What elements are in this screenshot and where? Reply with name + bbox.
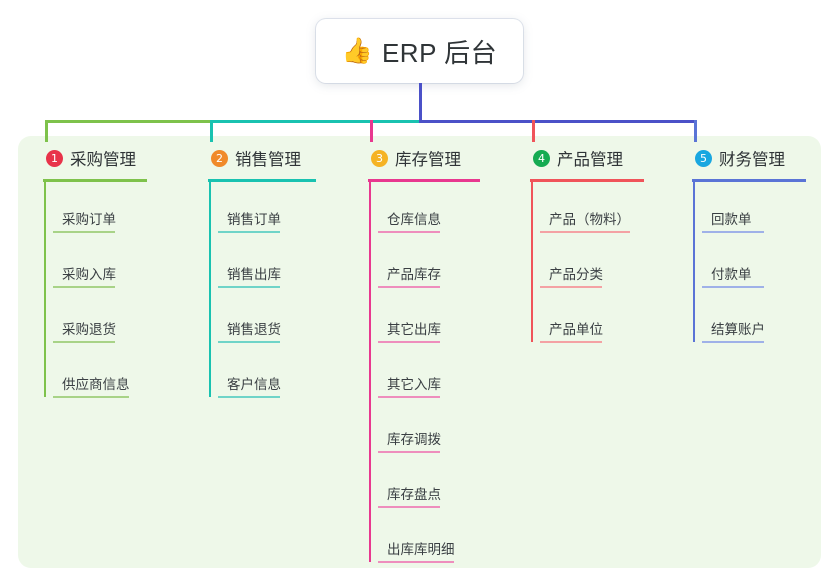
branch-number-badge: 3 (371, 149, 388, 167)
branch-drop-line-1 (45, 120, 48, 142)
root-node-label: ERP 后台 (381, 37, 498, 68)
root-stem-line (419, 83, 422, 123)
leaf-node-label: 产品分类 (549, 267, 603, 282)
branch-drop-line-2 (210, 120, 213, 142)
branch-trunk-4 (531, 182, 533, 342)
branch-number-badge: 1 (46, 149, 63, 167)
diagram-panel (18, 136, 821, 568)
branch-column-4: 4 产品管理 (530, 146, 623, 170)
branch-column-5: 5 财务管理 (692, 146, 785, 170)
leaf-node-underline (540, 286, 602, 288)
leaf-node-label: 产品库存 (387, 267, 441, 282)
leaf-node-label: 其它入库 (387, 377, 441, 392)
leaf-node-label: 销售退货 (227, 322, 281, 337)
leaf-node-underline (378, 341, 440, 343)
branch-drop-line-3 (370, 120, 373, 142)
leaf-node-underline (378, 286, 440, 288)
leaf-node-underline (53, 341, 115, 343)
branch-title-label: 产品管理 (557, 151, 623, 169)
leaf-node-label: 客户信息 (227, 377, 281, 392)
branch-trunk-3 (369, 182, 371, 562)
branch-title-label: 采购管理 (70, 151, 136, 169)
leaf-node-underline (540, 341, 602, 343)
branch-node-3[interactable]: 3 库存管理 (368, 146, 461, 170)
bus-segment-1 (45, 120, 213, 123)
leaf-node-label: 回款单 (711, 212, 752, 227)
leaf-node-underline (218, 396, 280, 398)
leaf-node-label: 采购订单 (62, 212, 116, 227)
branch-node-5[interactable]: 5 财务管理 (692, 146, 785, 170)
leaf-node-underline (702, 341, 764, 343)
leaf-node-label: 仓库信息 (387, 212, 441, 227)
branch-number-badge: 5 (695, 149, 712, 167)
leaf-node-label: 产品单位 (549, 322, 603, 337)
leaf-node-underline (378, 231, 440, 233)
leaf-node-label: 结算账户 (711, 322, 765, 337)
leaf-node-underline (378, 506, 440, 508)
branch-title-label: 销售管理 (235, 151, 301, 169)
leaf-node-label: 库存调拨 (387, 432, 441, 447)
leaf-node-underline (702, 231, 764, 233)
leaf-node-label: 出库库明细 (387, 542, 455, 557)
leaf-node-label: 产品（物料） (549, 212, 630, 227)
leaf-node-underline (53, 231, 115, 233)
branch-number-badge: 4 (533, 149, 550, 167)
leaf-node-underline (53, 286, 115, 288)
thumbs-up-icon: 👍 (341, 36, 373, 65)
branch-title-label: 财务管理 (719, 151, 785, 169)
branch-column-3: 3 库存管理 (368, 146, 461, 170)
branch-trunk-1 (44, 182, 46, 397)
leaf-node-label: 供应商信息 (62, 377, 130, 392)
branch-column-1: 1 采购管理 (43, 146, 136, 170)
leaf-node-underline (540, 231, 630, 233)
bus-segment-3 (419, 120, 697, 123)
leaf-node-label: 库存盘点 (387, 487, 441, 502)
leaf-node-label: 付款单 (711, 267, 752, 282)
branch-number-badge: 2 (211, 149, 228, 167)
branch-drop-line-4 (532, 120, 535, 142)
branch-underline-1 (43, 179, 147, 182)
leaf-node-label: 采购退货 (62, 322, 116, 337)
leaf-node-underline (218, 341, 280, 343)
leaf-node-label: 其它出库 (387, 322, 441, 337)
branch-trunk-2 (209, 182, 211, 397)
branch-node-4[interactable]: 4 产品管理 (530, 146, 623, 170)
leaf-node-underline (218, 231, 280, 233)
branch-column-2: 2 销售管理 (208, 146, 301, 170)
leaf-node-label: 采购入库 (62, 267, 116, 282)
leaf-node-underline (378, 561, 454, 563)
branch-underline-5 (692, 179, 806, 182)
bus-segment-2 (210, 120, 422, 123)
branch-trunk-5 (693, 182, 695, 342)
leaf-node-underline (53, 396, 129, 398)
branch-title-label: 库存管理 (395, 151, 461, 169)
leaf-node-underline (378, 396, 440, 398)
leaf-node-underline (218, 286, 280, 288)
leaf-node-label: 销售出库 (227, 267, 281, 282)
branch-node-1[interactable]: 1 采购管理 (43, 146, 136, 170)
leaf-node-label: 销售订单 (227, 212, 281, 227)
branch-underline-2 (208, 179, 316, 182)
branch-underline-3 (368, 179, 480, 182)
root-node[interactable]: 👍 ERP 后台 (316, 19, 523, 83)
branch-underline-4 (530, 179, 644, 182)
leaf-node-underline (702, 286, 764, 288)
branch-node-2[interactable]: 2 销售管理 (208, 146, 301, 170)
leaf-node-underline (378, 451, 440, 453)
branch-drop-line-5 (694, 120, 697, 142)
